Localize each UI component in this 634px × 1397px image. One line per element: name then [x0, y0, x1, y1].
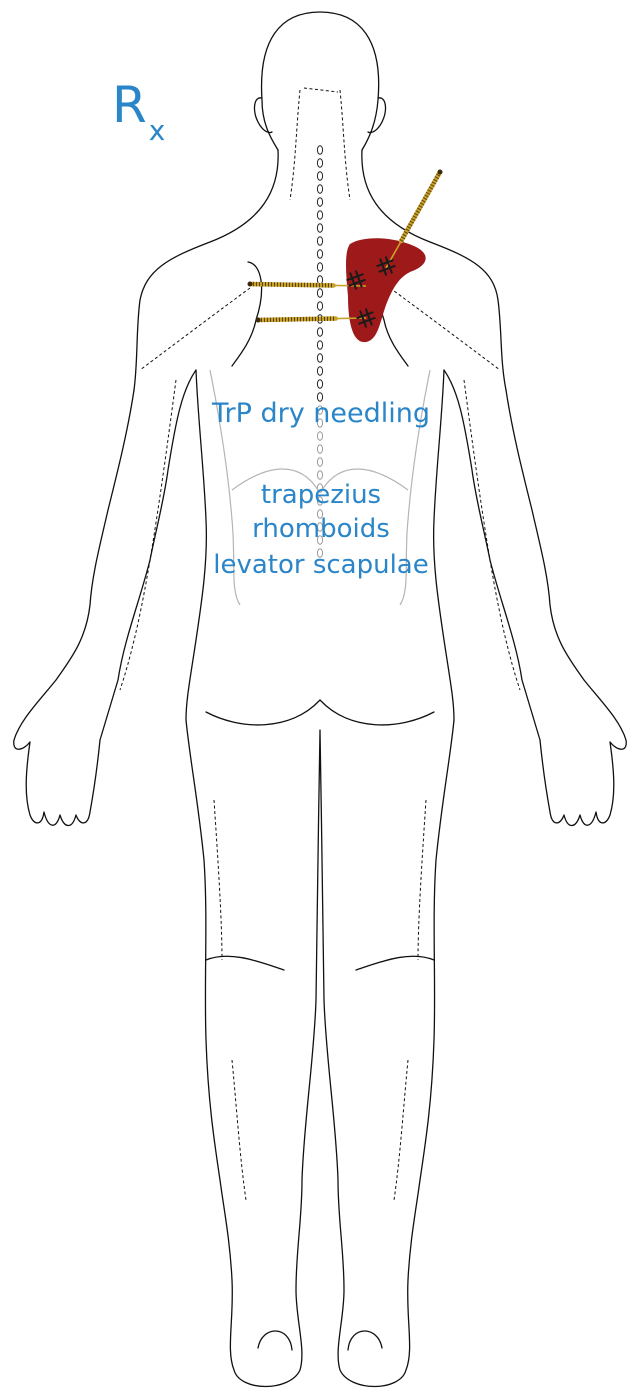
- needle-3: [256, 318, 367, 323]
- muscle-label-rhomboids: rhomboids: [205, 514, 437, 544]
- needle-head: [248, 282, 253, 287]
- muscle-label-levator-scapulae: levator scapulae: [195, 550, 447, 580]
- vertebra: [317, 289, 322, 297]
- vertebra: [317, 328, 322, 336]
- vertebra: [317, 367, 322, 375]
- vertebra: [317, 341, 322, 349]
- rx-subscript: x: [149, 114, 166, 147]
- heels: [258, 1331, 382, 1350]
- vertebra: [317, 172, 322, 180]
- treatment-title: TrP dry needling: [205, 398, 437, 429]
- muscle-label-trapezius: trapezius: [205, 480, 437, 510]
- vertebra: [317, 159, 322, 167]
- vertebra: [317, 445, 322, 453]
- vertebra: [317, 380, 322, 388]
- vertebra: [317, 471, 322, 479]
- head-outline: [262, 12, 379, 150]
- knee-creases: [206, 956, 434, 970]
- gluteal-fold: [206, 700, 434, 725]
- vertebra: [317, 354, 322, 362]
- muscle-border-dotted-left: [120, 88, 338, 1200]
- vertebra: [317, 146, 322, 154]
- vertebra: [317, 224, 322, 232]
- needle-head: [256, 318, 261, 323]
- vertebra: [317, 432, 322, 440]
- vertebra: [317, 185, 322, 193]
- vertebra: [317, 263, 322, 271]
- legs-outline: [186, 720, 454, 1387]
- vertebra: [317, 198, 322, 206]
- vertebra: [317, 302, 322, 310]
- vertebra: [317, 250, 322, 258]
- rx-main: R: [112, 76, 147, 134]
- needle-shaft: [336, 318, 366, 319]
- vertebra: [317, 211, 322, 219]
- left-arm-outline: [14, 370, 196, 826]
- left-scapula: [232, 262, 262, 366]
- right-arm-outline: [444, 370, 626, 826]
- rx-symbol: Rx: [112, 80, 163, 130]
- vertebra: [317, 458, 322, 466]
- vertebra: [317, 237, 322, 245]
- right-ear: [368, 98, 385, 133]
- needle-head: [438, 170, 443, 175]
